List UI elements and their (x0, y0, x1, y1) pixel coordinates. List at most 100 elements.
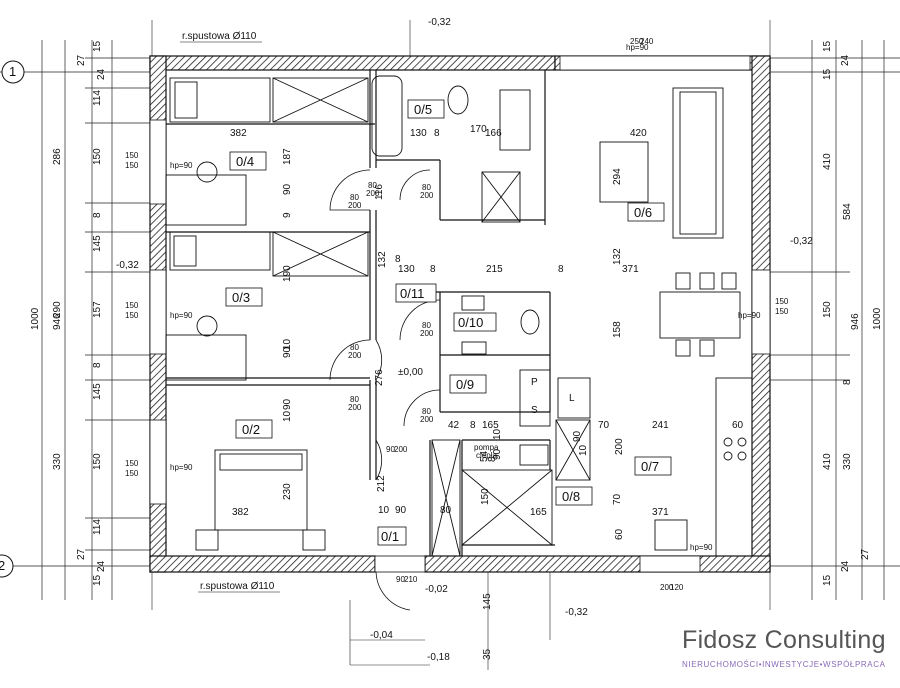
interior-dim-6: 187 (282, 148, 293, 165)
hp-tag-1: hp=90 (170, 161, 193, 170)
window-3-w: 150 (125, 459, 139, 468)
interior-dim-44: 10 (378, 505, 390, 516)
brand-tagline: NIERUCHOMOŚCI•INWESTYCJE•WSPÓŁPRACA (682, 660, 886, 669)
window-1-h: 150 (125, 161, 139, 170)
left-dim-10: 8 (92, 362, 103, 368)
drain-bottom-label: r.spustowa Ø110 (200, 581, 275, 592)
room-label-0-11: 0/11 (400, 286, 424, 301)
interior-dim-34: 90 (572, 430, 583, 442)
left-dim-17: 15 (92, 574, 103, 586)
hp-tag-2: hp=90 (170, 311, 193, 320)
interior-dim-35: 10 (578, 444, 589, 456)
room-label-0-1: 0/1 (381, 529, 399, 544)
window-2-w: 150 (125, 301, 139, 310)
left-dim-5: 150 (92, 148, 103, 165)
hp-tag-5: hp=90 (690, 543, 713, 552)
bottom-window-w: 200 (660, 583, 674, 592)
interior-dim-43: 371 (652, 507, 669, 518)
drain-top-label: r.spustowa Ø110 (182, 31, 257, 42)
left-dimension-lines (0, 40, 150, 600)
left-dim-6: 8 (92, 212, 103, 218)
right-dim-5: 150 (822, 301, 833, 318)
left-dim-3: 114 (92, 90, 103, 106)
internal-walls (166, 70, 555, 556)
interior-dim-9: 9 (282, 212, 293, 218)
room-labels: 0/1 0/2 0/3 0/4 0/5 0/6 0/7 0/8 0/9 0/10… (225, 99, 672, 546)
hp-tag-4: hp=90 (738, 311, 761, 320)
coffee-table (599, 141, 649, 203)
drain-notes: r.spustowa Ø110 r.spustowa Ø110 (180, 31, 280, 593)
door-6-w: 80 (422, 407, 431, 416)
interior-dim-2: 8 (434, 128, 440, 139)
interior-dim-41: 165 (530, 507, 547, 518)
window-2-h: 150 (125, 311, 139, 320)
left-dim-0: 15 (92, 40, 103, 52)
interior-dim-5: 420 (630, 128, 647, 139)
fixture-labels: P S L pompa ciepła (474, 377, 575, 460)
interior-dim-0: 382 (230, 128, 247, 139)
desk-0-4 (165, 174, 247, 226)
interior-dim-17: 132 (612, 248, 623, 265)
left-dim-4: 286 (52, 148, 63, 165)
level-entrance: -0,02 (425, 584, 448, 595)
interior-dim-20: 90 (282, 346, 293, 358)
cabinet-letter-p: P (531, 377, 538, 388)
door-2-h: 200 (420, 191, 434, 200)
right-dim-4: 584 (842, 203, 853, 220)
interior-dim-12: 8 (430, 264, 436, 275)
interior-dim-37: 212 (376, 475, 387, 492)
interior-dim-31: 70 (598, 420, 610, 431)
window-3-h: 150 (125, 469, 139, 478)
level-left: -0,32 (116, 260, 139, 271)
interior-dim-29: 10 (492, 428, 503, 440)
door-5-w: 80 (350, 395, 359, 404)
left-dim-total-2: 946 (52, 313, 63, 330)
right-dim-2: 15 (822, 68, 833, 80)
right-dim-11: 27 (860, 548, 871, 560)
dining-table (659, 291, 741, 339)
cabinet-l (557, 377, 591, 419)
door-4-w: 80 (350, 343, 359, 352)
level-bottom: -0,32 (565, 607, 588, 618)
door-7-h: 200 (348, 201, 362, 210)
pump-label-1: pompa (474, 443, 499, 452)
axis-2-label: 2 (0, 558, 5, 573)
interior-dim-36: 200 (614, 438, 625, 455)
interior-dim-47: 60 (614, 528, 625, 540)
interior-dim-26: 42 (448, 420, 460, 431)
interior-dim-38: 382 (232, 507, 249, 518)
interior-dim-3: 170 (470, 124, 487, 135)
brand-name: Fidosz Consulting (682, 626, 886, 654)
level-right: -0,32 (790, 236, 813, 247)
level-hall: ±0,00 (398, 367, 423, 378)
sink-0-5 (499, 89, 531, 151)
door-1-w: 80 (368, 181, 377, 190)
interior-dim-50: 145 (482, 593, 493, 610)
window-1-w: 150 (125, 151, 139, 160)
interior-dim-30: 90 (492, 448, 503, 460)
axis-markers: 1 2 (0, 60, 25, 578)
left-dim-13: 150 (92, 453, 103, 470)
door-7-w: 80 (350, 193, 359, 202)
right-dim-3: 410 (822, 153, 833, 170)
room-label-0-7: 0/7 (641, 459, 659, 474)
door-3-w: 80 (422, 321, 431, 330)
interior-dim-42: 70 (612, 493, 623, 505)
bed-0-3 (169, 231, 271, 271)
extension-lines (151, 20, 771, 670)
bed-0-4 (169, 77, 271, 123)
interior-dim-32: 241 (652, 420, 669, 431)
left-dim-7: 145 (92, 235, 103, 252)
door-3-h: 200 (420, 329, 434, 338)
kitchen-sink (654, 519, 688, 551)
door-8-h: 200 (394, 445, 408, 454)
hp-tag-3: hp=90 (170, 463, 193, 472)
right-dim-10: 24 (840, 560, 851, 572)
door-8-w: 90 (386, 445, 395, 454)
bottom-window-h: 120 (670, 583, 684, 592)
left-dim-15: 27 (76, 548, 87, 560)
interior-dim-25: 8 (395, 254, 401, 265)
